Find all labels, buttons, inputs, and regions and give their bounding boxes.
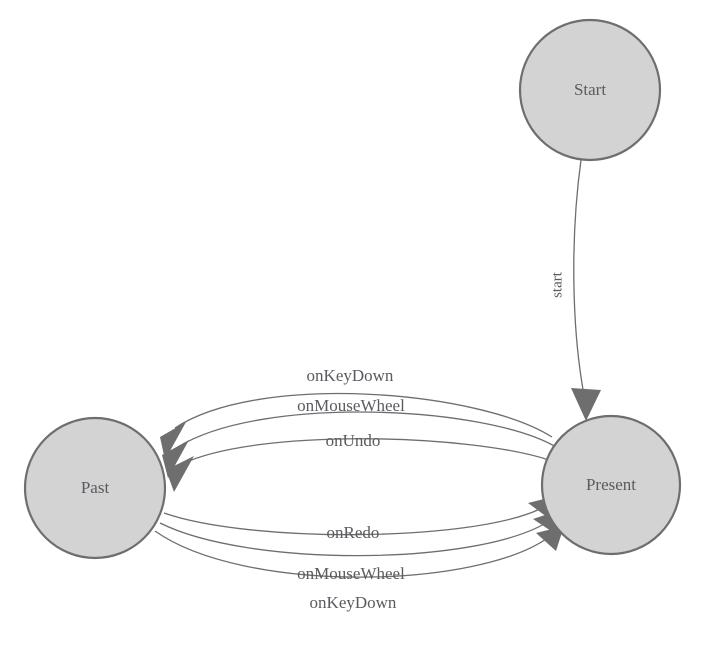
node-past[interactable]: Past (23, 416, 167, 560)
edge-present-to-past-onmousewheel[interactable] (162, 411, 557, 478)
edge-label-present-past-onundo: onUndo (326, 431, 381, 450)
node-start-label: Start (574, 80, 606, 99)
edge-present-to-past-onmousewheel-arrowhead (162, 440, 189, 478)
node-past-label: Past (81, 478, 110, 497)
edge-past-to-present-onmousewheel-path (159, 522, 547, 557)
edge-past-to-present-onkeydown[interactable] (154, 526, 564, 578)
edge-present-to-past-onundo-arrowhead (166, 456, 194, 492)
edge-past-to-present-onkeydown-path (154, 530, 550, 578)
edge-label-present-past-onkeydown: onKeyDown (307, 366, 394, 385)
edge-present-to-past-onundo-path (181, 438, 550, 465)
edge-label-past-present-onredo: onRedo (327, 523, 380, 542)
edge-label-present-past-onmousewheel: onMouseWheel (297, 396, 405, 415)
edge-present-to-past-onkeydown-arrowhead (160, 422, 186, 460)
node-present-shape (540, 414, 682, 556)
edge-label-start: start (549, 271, 565, 298)
edge-start-to-present-arrowhead (571, 388, 601, 421)
edge-past-to-present-onredo-path (163, 508, 541, 536)
edge-past-to-present-onkeydown-arrowhead (536, 526, 564, 551)
edge-start-to-present[interactable] (571, 159, 601, 421)
node-start[interactable]: Start (518, 18, 662, 162)
edge-label-past-present-onkeydown: onKeyDown (310, 593, 397, 612)
node-present-label: Present (586, 475, 636, 494)
node-present[interactable]: Present (540, 414, 682, 556)
edge-present-to-past-onkeydown[interactable] (160, 392, 553, 460)
edge-label-past-present-onmousewheel: onMouseWheel (297, 564, 405, 583)
edge-start-to-present-path (573, 159, 585, 396)
edge-present-to-past-onmousewheel-path (177, 411, 557, 448)
edge-present-to-past-onundo[interactable] (166, 438, 550, 492)
node-start-shape (518, 18, 662, 162)
node-past-shape (23, 416, 167, 560)
edge-present-to-past-onkeydown-path (174, 392, 553, 438)
